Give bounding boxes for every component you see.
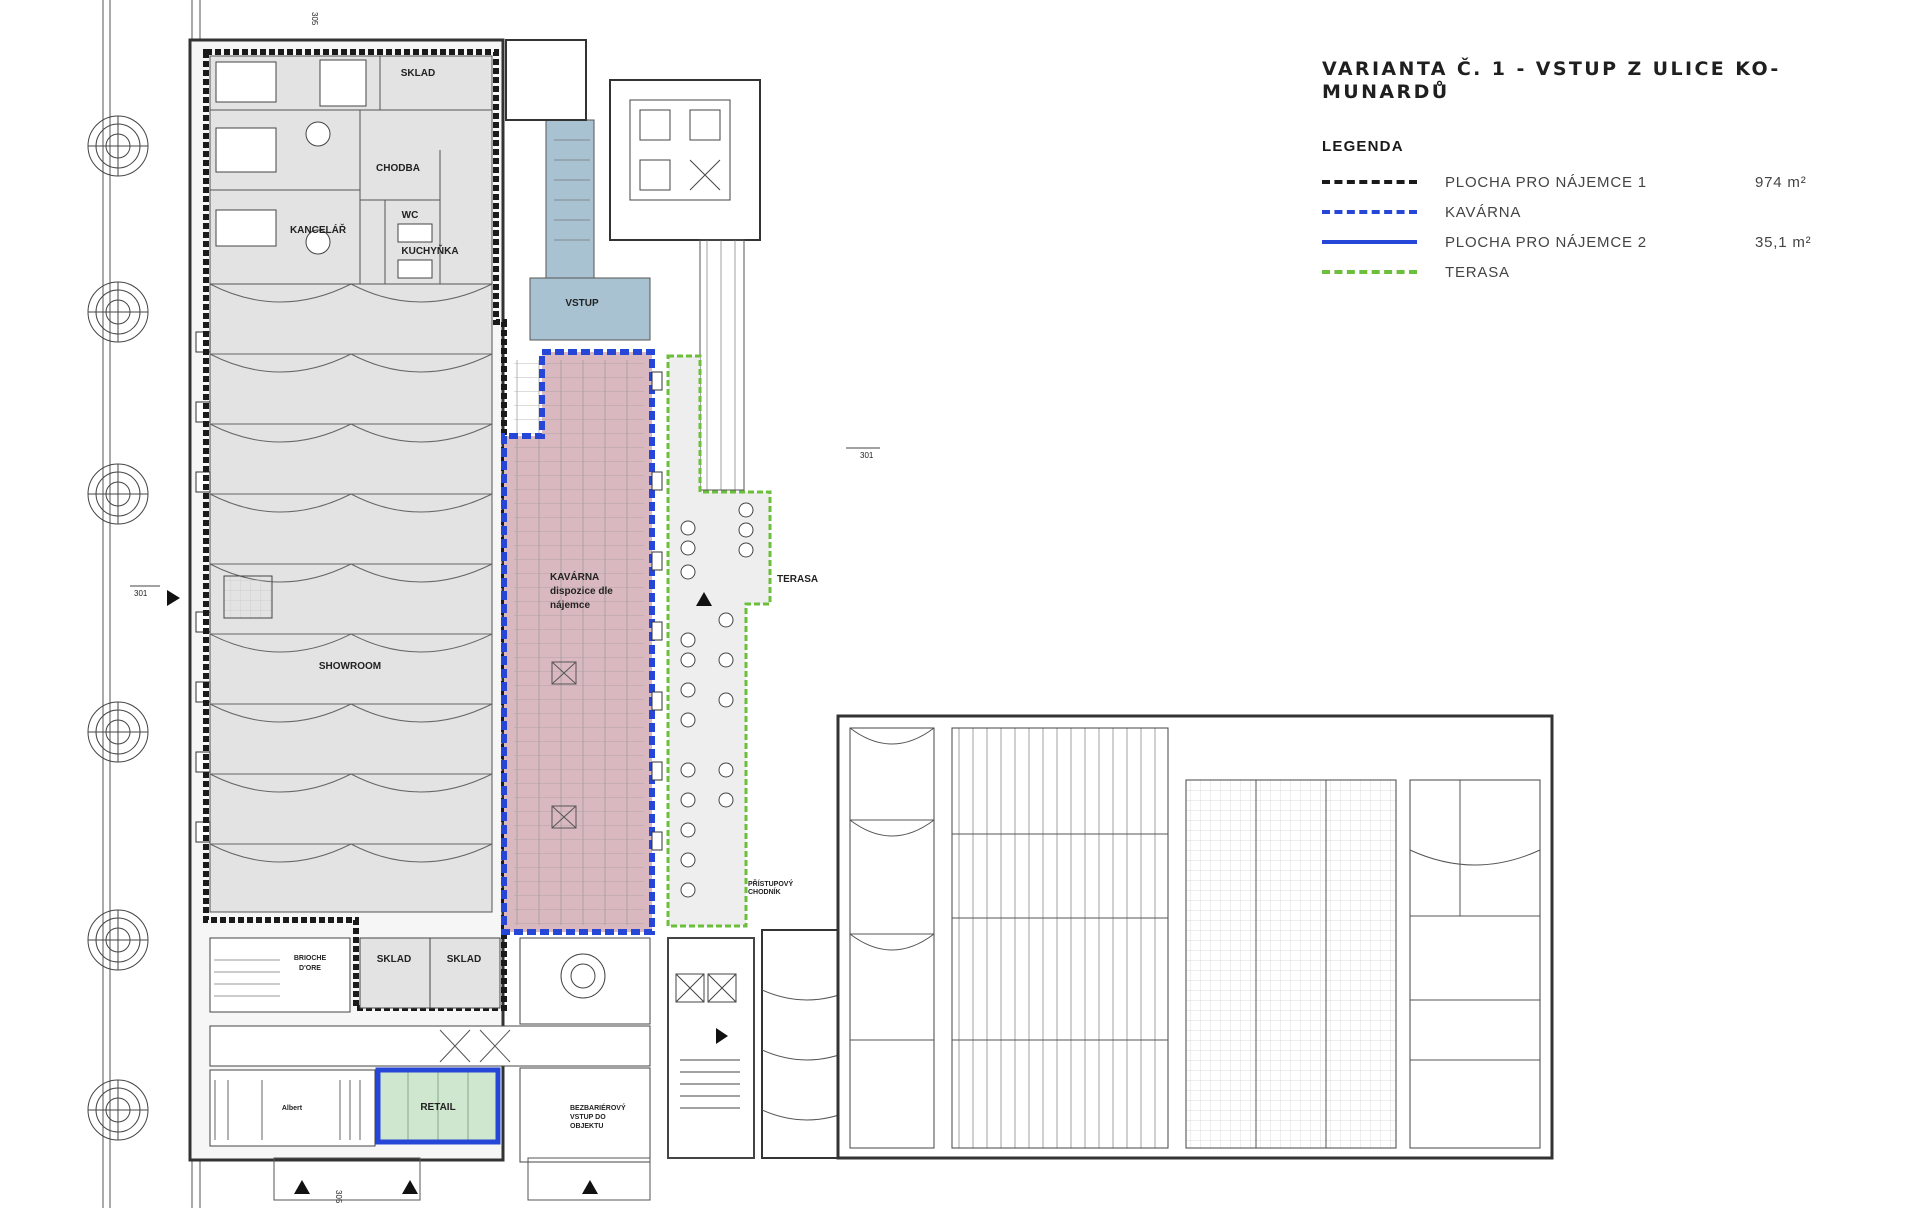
plan-title-line-2: MUNARDŮ (1322, 81, 1450, 103)
legend-item-label: PLOCHA PRO NÁJEMCE 1 (1445, 173, 1647, 191)
entrance-arrows (167, 590, 728, 1194)
legend-item: TERASA (1322, 257, 1882, 287)
lobby-round (519, 937, 651, 1025)
room-label-bezbarierovy-2: VSTUP DO (570, 1114, 606, 1121)
office-partitions (210, 56, 492, 284)
brioche-room (209, 937, 351, 1013)
elevator-core (667, 937, 755, 1159)
room-label-bezbarierovy-3: OBJEKTU (570, 1123, 603, 1130)
legend-item-area: 35,1 m² (1755, 233, 1812, 251)
corridor-marks (439, 1029, 511, 1063)
top-core (505, 39, 587, 121)
legend-item-area: 974 m² (1755, 173, 1807, 191)
legend-line-swatch (1322, 180, 1417, 184)
dimension-mark-right: 301 (860, 451, 874, 460)
terrace-tables (680, 502, 754, 898)
elevator-cars (675, 973, 740, 1109)
plan-title: VARIANTA Č. 1 - VSTUP Z ULICE KO- MUNARD… (1322, 58, 1882, 104)
room-label-brioche: BRIOCHE (294, 955, 327, 962)
retail-border (375, 1067, 501, 1145)
brioche-stairs (214, 959, 280, 997)
legend-item: PLOCHA PRO NÁJEMCE 2 35,1 m² (1322, 227, 1882, 257)
entrance-hall (529, 277, 651, 341)
east-room-1-vaults (849, 727, 935, 1041)
dimension-mark-bottom: 305 (334, 1190, 343, 1204)
tenant1-border (203, 49, 507, 1011)
kitchen-fixtures (629, 99, 731, 201)
room-label-chodba: CHODBA (376, 163, 420, 174)
legend-line-swatch (1322, 210, 1417, 214)
cafe-cross-marks (551, 661, 577, 829)
barrier-free-entrance (519, 1067, 651, 1163)
legend-line-swatch (1322, 270, 1417, 274)
legend-heading: LEGENDA (1322, 138, 1404, 155)
side-stair (223, 575, 273, 619)
service-corridor (209, 1025, 651, 1067)
retail-grid (407, 1070, 469, 1142)
room-label-retail: RETAIL (420, 1102, 455, 1113)
room-label-kuchynka: KUCHYŇKA (401, 244, 458, 257)
room-label-albert: Albert (282, 1105, 303, 1112)
dimension-mark-left: 301 (134, 589, 148, 598)
room-label-pristupovy: PŘÍSTUPOVÝ (748, 879, 793, 888)
dimension-mark-top: 305 (310, 12, 319, 26)
legend-panel: VARIANTA Č. 1 - VSTUP Z ULICE KO- MUNARD… (1322, 58, 1882, 287)
east-hall-b-rows (1255, 780, 1327, 1148)
east-end-rooms (1409, 779, 1541, 1149)
legend-list: PLOCHA PRO NÁJEMCE 1 974 m² KAVÁRNA PLOCHA … (1322, 167, 1882, 287)
legend-item-label: PLOCHA PRO NÁJEMCE 2 (1445, 233, 1647, 251)
room-label-sklad-bottom-1: SKLAD (377, 954, 411, 965)
legend-item: PLOCHA PRO NÁJEMCE 1 974 m² (1322, 167, 1882, 197)
room-label-vstup: VSTUP (565, 298, 599, 309)
room-label-kancelar: KANCELÁŘ (290, 223, 347, 236)
cafe-grid (514, 360, 644, 925)
room-label-kavarna-note-1: dispozice dle (550, 586, 613, 597)
room-label-brioche-2: D'ORE (299, 965, 321, 972)
legend-line-swatch (1322, 240, 1417, 244)
albert-shelves (214, 1080, 361, 1140)
entrance-stair-lines (554, 139, 590, 241)
terrace-border (666, 354, 772, 928)
cafe-border (501, 349, 655, 935)
office-desks (215, 59, 433, 279)
east-hall-a (951, 727, 1169, 1149)
east-end-partitions (1409, 780, 1541, 1061)
room-label-chodnik: CHODNÍK (748, 887, 781, 896)
legend-item-label: TERASA (1445, 263, 1510, 281)
room-label-wc: WC (402, 210, 419, 221)
room-label-sklad-bottom-2: SKLAD (447, 954, 481, 965)
east-hall-b (1185, 779, 1397, 1149)
east-room-1 (849, 727, 935, 1149)
room-label-sklad-top: SKLAD (401, 68, 435, 79)
legend-item-label: KAVÁRNA (1445, 203, 1522, 221)
room-label-kavarna-note-2: nájemce (550, 600, 590, 611)
east-hall-a-rows (952, 833, 1168, 1041)
street-edge (102, 0, 201, 1208)
cafe-columns (651, 371, 663, 851)
room-label-terasa: TERASA (777, 574, 818, 585)
room-label-kavarna: KAVÁRNA (550, 570, 599, 583)
room-label-bezbarierovy: BEZBARIÉROVÝ (570, 1103, 626, 1112)
legend-item: KAVÁRNA (1322, 197, 1882, 227)
plan-title-line-1: VARIANTA Č. 1 - VSTUP Z ULICE KO- (1322, 58, 1781, 80)
street-trees (87, 115, 149, 1141)
room-label-showroom: SHOWROOM (319, 661, 381, 672)
bottom-steps (273, 1157, 651, 1201)
kitchen-block (609, 79, 761, 241)
ramp-stair (699, 239, 745, 491)
albert-shop (209, 1069, 376, 1147)
